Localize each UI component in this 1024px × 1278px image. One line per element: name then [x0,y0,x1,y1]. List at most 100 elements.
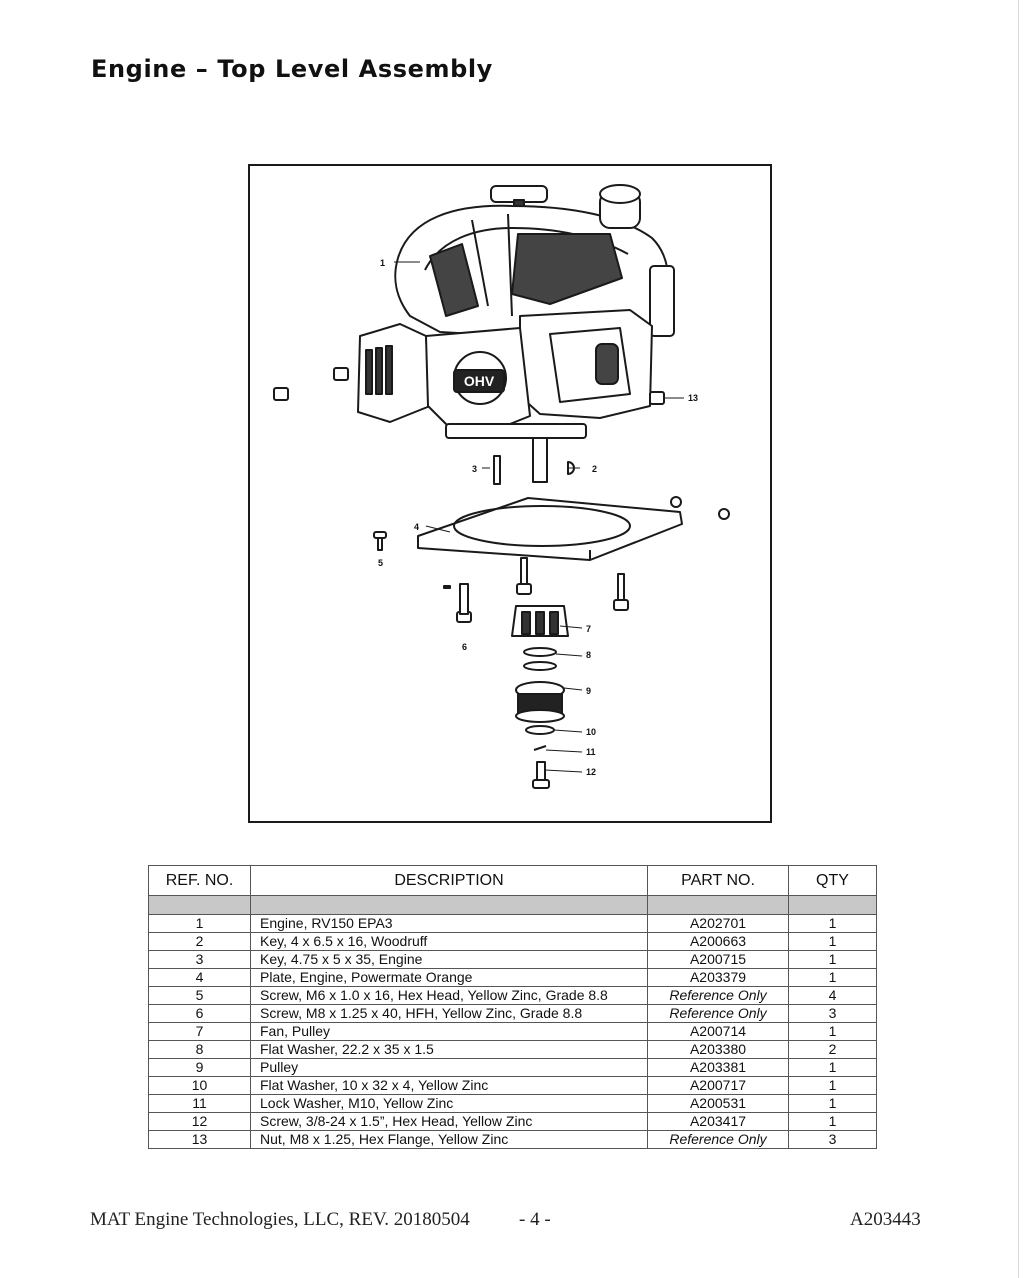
engine-key [493,455,501,485]
footer-page-number: - 4 - [519,1209,551,1230]
row-qty: 1 [788,1058,877,1077]
callout-label: 11 [586,747,596,757]
row-qty: 1 [788,968,877,987]
row-ref-no: 12 [148,1112,251,1131]
callout-label: 4 [414,522,419,532]
pulley [515,681,565,723]
row-ref-no: 1 [148,914,251,933]
engine-exploded-diagram: OHV [273,184,730,789]
row-part-no: A203380 [647,1040,789,1059]
row-ref-no: 2 [148,932,251,951]
row-description: Plate, Engine, Powermate Orange [250,968,648,987]
screw-m8-centre [516,557,532,595]
hex-screw [532,779,550,789]
screw-head [670,496,682,508]
row-ref-no: 11 [148,1094,251,1113]
row-ref-no: 5 [148,986,251,1005]
fan-pulley [511,605,569,637]
callout-label: 12 [586,767,596,777]
callout-label: 6 [462,642,467,652]
lock-washer [533,745,547,751]
row-ref-no: 7 [148,1022,251,1041]
row-description: Fan, Pulley [250,1022,648,1041]
page-edge [1018,0,1019,1278]
exploded-view-figure: OHV [248,164,772,823]
row-part-no: A200531 [647,1094,789,1113]
row-description: Screw, M6 x 1.0 x 16, Hex Head, Yellow Z… [250,986,648,1005]
flange-nut [333,367,349,381]
row-qty: 1 [788,914,877,933]
callout-label: 8 [586,650,591,660]
row-qty: 1 [788,950,877,969]
flange-nut [273,387,289,401]
col-header-qty: QTY [788,865,877,896]
footer-company: MAT Engine Technologies, LLC, REV. 20180… [90,1209,470,1230]
row-description: Lock Washer, M10, Yellow Zinc [250,1094,648,1113]
row-description: Pulley [250,1058,648,1077]
row-ref-no: 3 [148,950,251,969]
engine-plate [417,497,683,561]
row-qty: 3 [788,1004,877,1023]
row-description: Engine, RV150 EPA3 [250,914,648,933]
row-part-no: A203381 [647,1058,789,1077]
row-qty: 4 [788,986,877,1005]
row-part-no: A203417 [647,1112,789,1131]
row-description: Nut, M8 x 1.25, Hex Flange, Yellow Zinc [250,1130,648,1149]
row-description: Key, 4 x 6.5 x 16, Woodruff [250,932,648,951]
footer-doc-number: A203443 [850,1209,921,1230]
row-part-no: Reference Only [647,1004,789,1023]
screw-m6 [373,531,387,551]
row-ref-no: 9 [148,1058,251,1077]
row-qty: 1 [788,1076,877,1095]
flat-washer [523,647,557,657]
row-qty: 1 [788,1022,877,1041]
leader-lines [394,261,684,773]
row-qty: 1 [788,1112,877,1131]
row-ref-no: 10 [148,1076,251,1095]
callout-label: 2 [592,464,597,474]
row-description: Flat Washer, 22.2 x 35 x 1.5 [250,1040,648,1059]
row-description: Screw, 3/8-24 x 1.5”, Hex Head, Yellow Z… [250,1112,648,1131]
row-part-no: A200663 [647,932,789,951]
row-ref-no: 13 [148,1130,251,1149]
row-part-no: A202701 [647,914,789,933]
col-header-ref: REF. NO. [148,865,251,896]
row-qty: 1 [788,1094,877,1113]
row-ref-no: 6 [148,1004,251,1023]
page-title: Engine – Top Level Assembly [91,55,493,83]
row-part-no: Reference Only [647,1130,789,1149]
flat-washer [525,725,555,735]
screw-m8-shaft [459,583,469,615]
callout-label: 13 [688,393,698,403]
col-header-description: DESCRIPTION [250,865,648,896]
row-description: Flat Washer, 10 x 32 x 4, Yellow Zinc [250,1076,648,1095]
row-qty: 1 [788,932,877,951]
row-description: Key, 4.75 x 5 x 35, Engine [250,950,648,969]
callout-label: 5 [378,558,383,568]
screw-head [718,508,730,520]
callout-label: 3 [472,464,477,474]
table-spacer-row [148,895,877,915]
col-header-part: PART NO. [647,865,789,896]
row-description: Screw, M8 x 1.25 x 40, HFH, Yellow Zinc,… [250,1004,648,1023]
ohv-badge: OHV [464,373,495,389]
row-qty: 2 [788,1040,877,1059]
table-header-row: REF. NO. DESCRIPTION PART NO. QTY [148,865,877,896]
row-ref-no: 8 [148,1040,251,1059]
row-part-no: A203379 [647,968,789,987]
callout-label: 7 [586,624,591,634]
